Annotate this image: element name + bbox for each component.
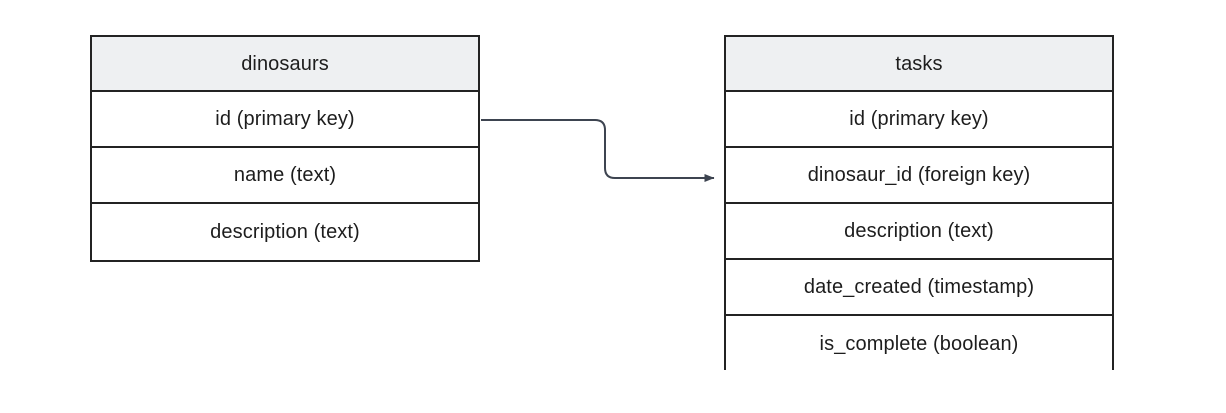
entity-header-dinosaurs[interactable]: dinosaurs	[92, 37, 478, 92]
entity-field-label: date_created (timestamp)	[803, 276, 1035, 298]
entity-field-row[interactable]: dinosaur_id (foreign key)	[726, 148, 1112, 204]
entity-header-tasks[interactable]: tasks	[726, 37, 1112, 92]
entity-field-label: description (text)	[844, 220, 994, 242]
entity-title-dinosaurs: dinosaurs	[241, 52, 329, 75]
entity-table-tasks[interactable]: tasks id (primary key) dinosaur_id (fore…	[724, 35, 1114, 372]
entity-field-label: name (text)	[233, 164, 337, 186]
entity-field-label: is_complete (boolean)	[819, 333, 1019, 355]
entity-title-tasks: tasks	[895, 52, 943, 75]
entity-field-row[interactable]: description (text)	[726, 204, 1112, 260]
entity-table-dinosaurs[interactable]: dinosaurs id (primary key) name (text) d…	[90, 35, 480, 262]
entity-field-row[interactable]: date_created (timestamp)	[726, 260, 1112, 316]
relationship-line-dinosaurs-to-tasks[interactable]	[481, 119, 715, 182]
entity-field-row[interactable]: is_complete (boolean)	[726, 316, 1112, 372]
entity-field-label: description (text)	[210, 221, 360, 243]
entity-field-label: id (primary key)	[849, 108, 989, 130]
entity-field-row[interactable]: description (text)	[92, 204, 478, 260]
entity-field-label: dinosaur_id (foreign key)	[807, 164, 1031, 186]
entity-field-label: id (primary key)	[215, 108, 355, 130]
entity-field-row[interactable]: id (primary key)	[92, 92, 478, 148]
entity-field-row[interactable]: id (primary key)	[726, 92, 1112, 148]
entity-field-row[interactable]: name (text)	[92, 148, 478, 204]
